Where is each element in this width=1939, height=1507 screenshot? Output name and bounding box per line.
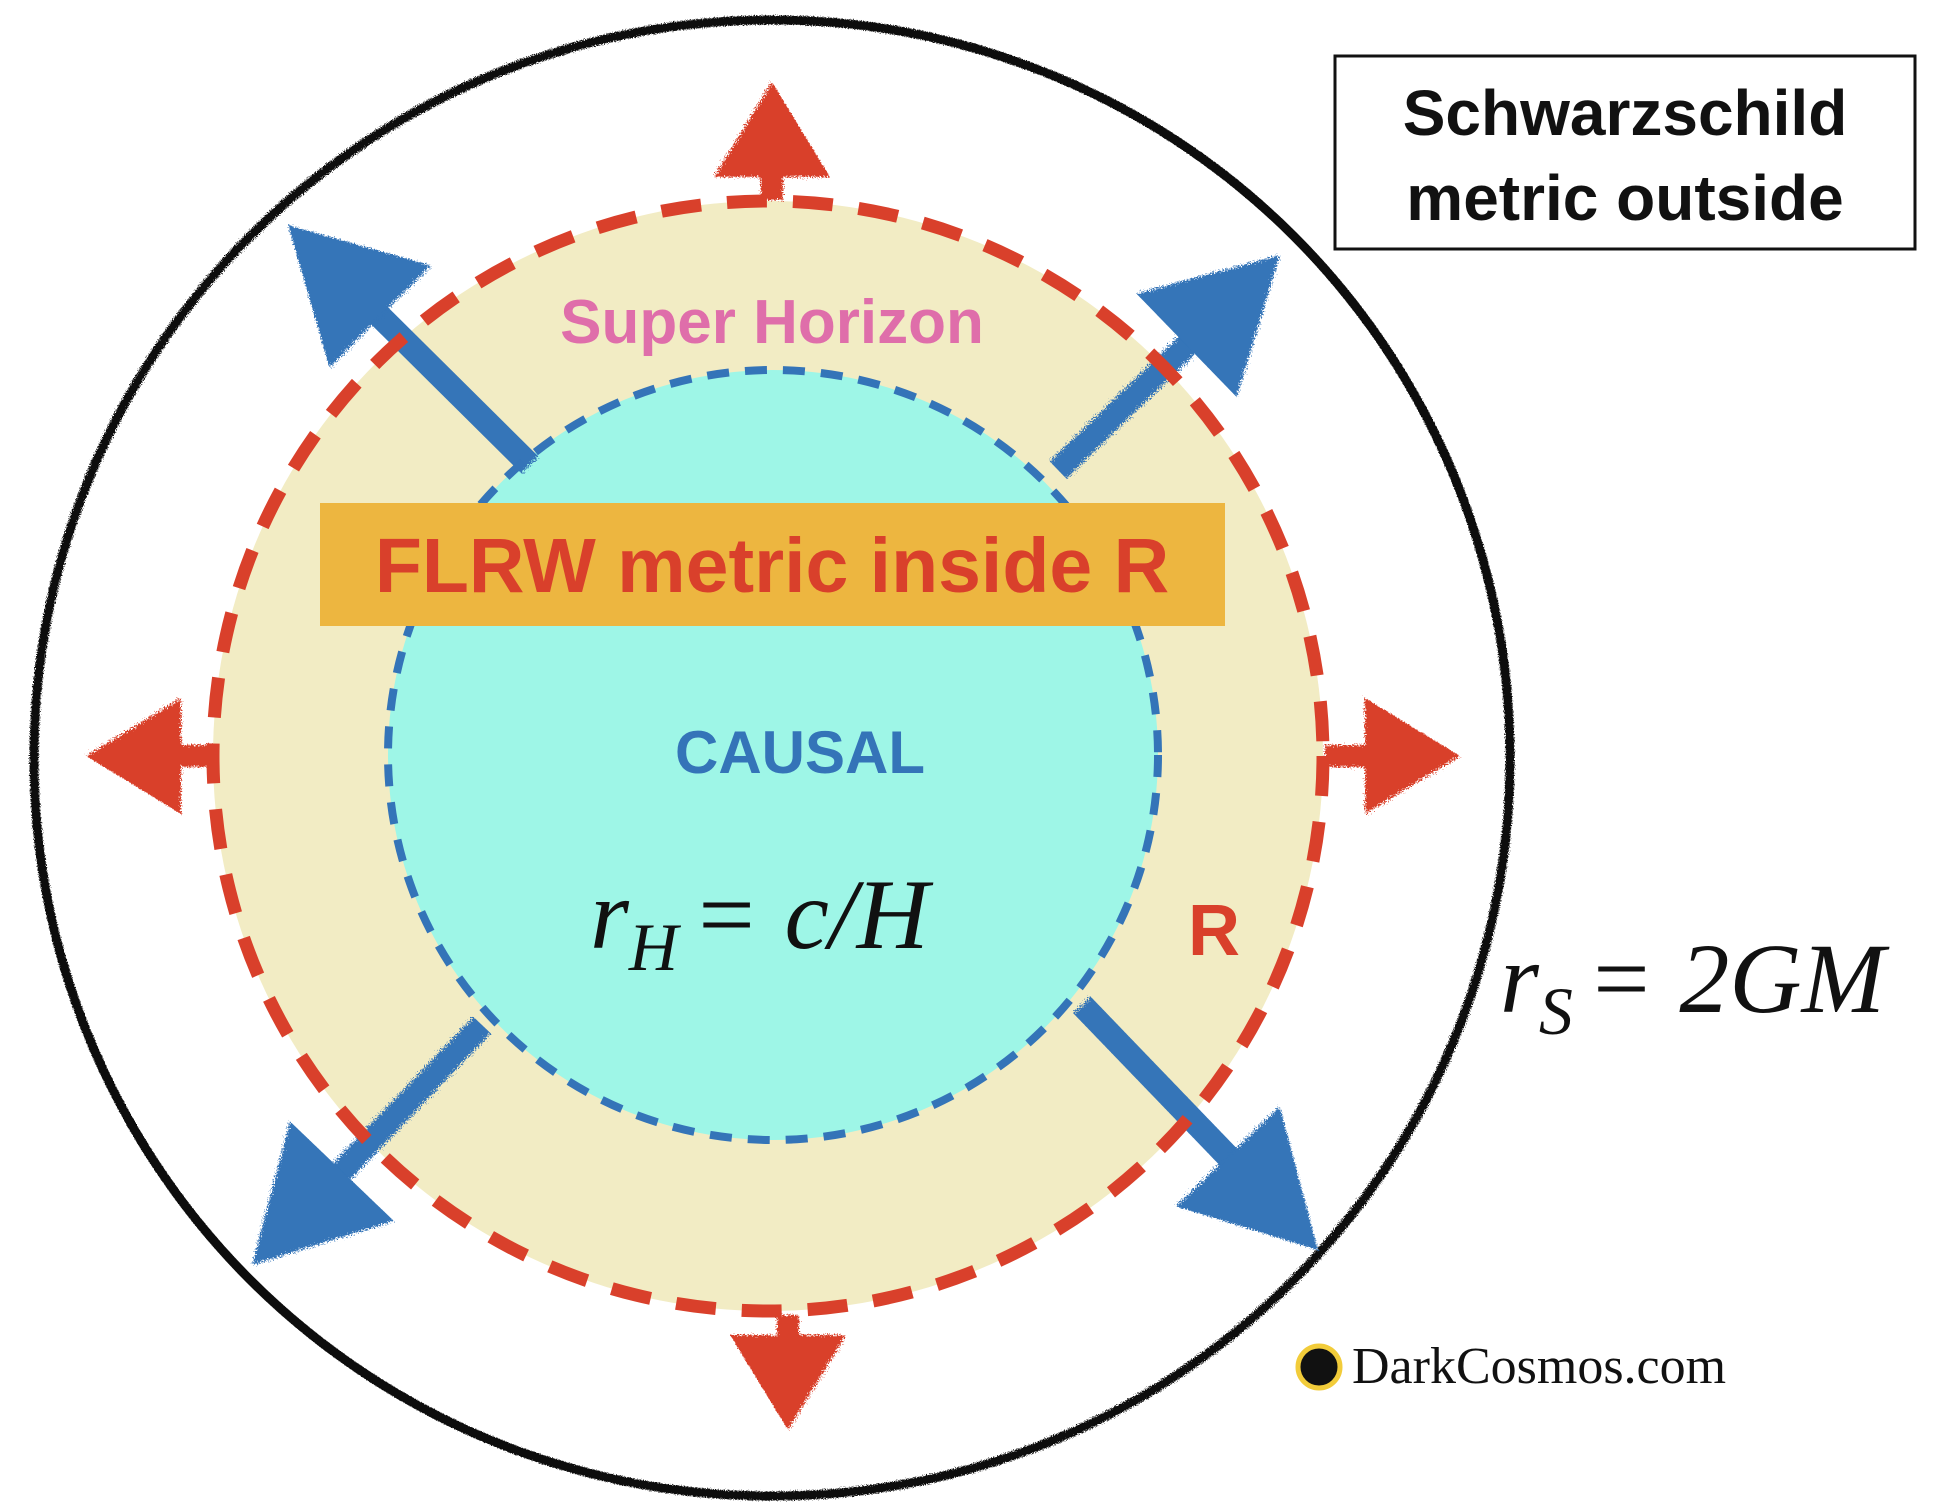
red-arrow-icon-top	[714, 82, 830, 200]
schwarzschild-eq-sub: S	[1539, 973, 1573, 1049]
hubble-eq-base: r	[590, 859, 630, 970]
red-arrows-group	[86, 82, 1460, 1430]
red-arrow-icon-bottom-head	[730, 1335, 846, 1430]
blue-arrow-icon-upper-left-head	[288, 225, 432, 368]
red-arrow-icon-left	[86, 698, 215, 814]
blue-arrow-icon-lower-left	[252, 1016, 491, 1265]
outside-metric-line1: Schwarzschild	[1403, 77, 1848, 149]
blue-arrow-icon-lower-right	[1073, 996, 1318, 1250]
red-arrow-icon-right	[1325, 698, 1460, 814]
r-label: R	[1188, 891, 1240, 971]
schwarzschild-eq-rest: = 2GM	[1587, 923, 1890, 1034]
hubble-radius-equation: rH= c/H	[590, 859, 934, 985]
schwarzschild-boundary	[29, 15, 1515, 1501]
blue-arrow-icon-lower-right-shaft	[1073, 996, 1240, 1168]
watermark-dot-icon	[1295, 1343, 1343, 1391]
red-arrow-icon-right-head	[1365, 698, 1460, 814]
causal-label: CAUSAL	[675, 719, 925, 786]
red-arrow-icon-bottom	[730, 1315, 846, 1430]
super-horizon-label: Super Horizon	[560, 288, 984, 357]
red-arrow-icon-left-head	[86, 698, 181, 814]
outside-metric-box	[1333, 54, 1917, 251]
blue-arrow-icon-lower-left-head	[252, 1121, 394, 1265]
outside-metric-line2: metric outside	[1406, 162, 1843, 234]
watermark-label: DarkCosmos.com	[1352, 1338, 1726, 1395]
causal-boundary	[384, 366, 1162, 1144]
blue-arrow-icon-upper-right-head	[1136, 255, 1280, 398]
schwarzschild-eq-base: r	[1500, 923, 1540, 1034]
hubble-eq-rest: = c/H	[692, 859, 934, 970]
red-arrow-icon-top-head	[714, 82, 830, 177]
blue-arrow-icon-lower-right-head	[1175, 1106, 1318, 1250]
hubble-eq-sub: H	[628, 909, 682, 985]
blue-arrow-icon-lower-left-shaft	[330, 1016, 491, 1183]
flrw-banner	[320, 503, 1225, 626]
schwarzschild-radius-equation: rS= 2GM	[1500, 923, 1890, 1049]
flrw-banner-label: FLRW metric inside R	[375, 523, 1169, 609]
